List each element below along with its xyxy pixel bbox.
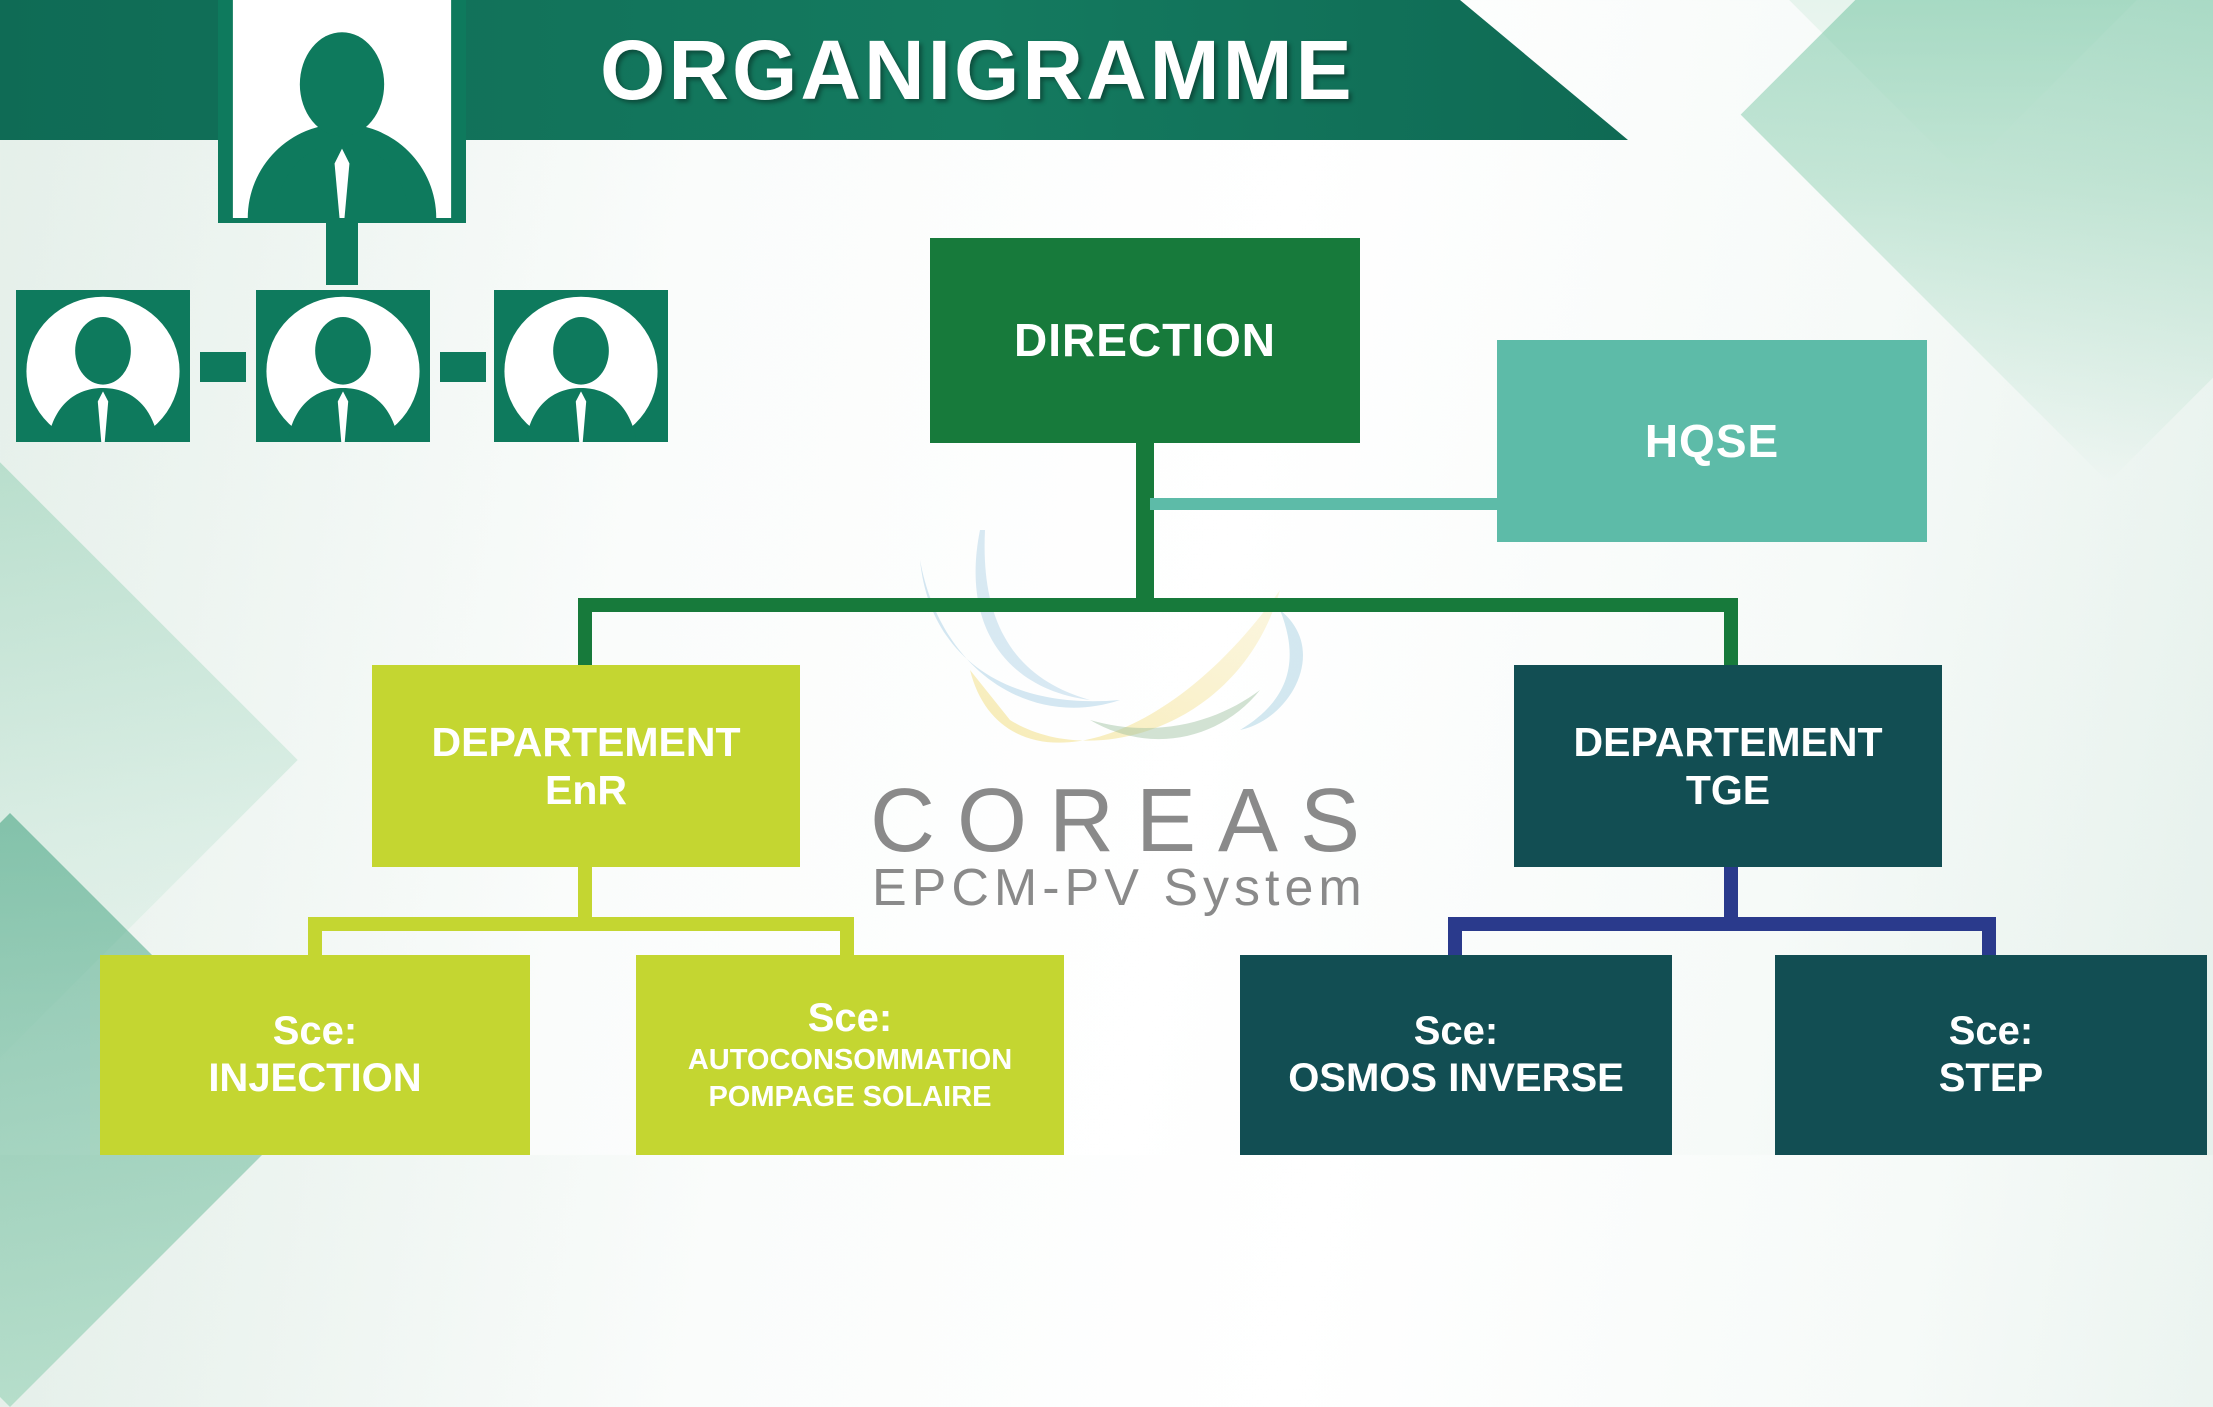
connector-autoconso-drop	[840, 917, 854, 957]
node-department-enr: DEPARTEMENT EnR	[372, 665, 800, 867]
coreas-logo-graphic	[920, 530, 1303, 743]
node-sublabel: TGE	[1685, 767, 1771, 813]
node-department-tge: DEPARTEMENT TGE	[1514, 665, 1942, 867]
connector	[440, 352, 486, 382]
connector-osmose-drop	[1448, 917, 1462, 957]
connector-step-drop	[1982, 917, 1996, 957]
connector	[326, 223, 358, 285]
node-service-step: Sce: STEP	[1775, 955, 2207, 1155]
person-icon	[16, 290, 190, 442]
node-label: Sce:	[272, 1008, 358, 1053]
connector-direction-trunk	[1136, 443, 1154, 608]
connector-enr-trunk	[578, 867, 592, 919]
connector-tge-bar	[1448, 917, 1996, 931]
connector-injection-drop	[308, 917, 322, 957]
connector-enr-bar	[308, 917, 854, 931]
person-icon	[218, 0, 466, 223]
connector-tge-drop	[1724, 598, 1738, 666]
node-label: Sce:	[1413, 1008, 1499, 1053]
connector	[200, 352, 246, 382]
node-hqse: HQSE	[1497, 340, 1927, 542]
connector-tge-trunk	[1724, 867, 1738, 919]
node-service-injection: Sce: INJECTION	[100, 955, 530, 1155]
node-service-osmose: Sce: OSMOS INVERSE	[1240, 955, 1672, 1155]
node-label: DIRECTION	[1014, 314, 1276, 367]
node-sublabel: POMPAGE SOLAIRE	[708, 1080, 992, 1113]
logo-name: COREAS	[870, 771, 1383, 871]
node-sublabel: AUTOCONSOMMATION	[687, 1044, 1013, 1077]
person-icon	[256, 290, 430, 442]
node-sublabel: STEP	[1938, 1056, 2044, 1100]
page-title: ORGANIGRAMME	[600, 23, 1355, 117]
node-label: HQSE	[1644, 414, 1780, 467]
node-sublabel: EnR	[545, 767, 627, 813]
node-label: DEPARTEMENT	[431, 718, 741, 765]
node-sublabel: INJECTION	[208, 1056, 422, 1100]
connector-hqse	[1150, 498, 1498, 510]
node-label: DEPARTEMENT	[1573, 718, 1883, 765]
node-label: Sce:	[1948, 1008, 2034, 1053]
connector-departments-bar	[578, 598, 1738, 612]
connector-enr-drop	[578, 598, 592, 666]
node-service-autoconsommation: Sce: AUTOCONSOMMATION POMPAGE SOLAIRE	[636, 955, 1064, 1155]
node-direction: DIRECTION	[930, 238, 1360, 443]
node-sublabel: OSMOS INVERSE	[1288, 1056, 1624, 1100]
node-label: Sce:	[807, 996, 893, 1041]
logo-tagline: EPCM-PV System	[872, 859, 1367, 917]
person-icon	[494, 290, 668, 442]
